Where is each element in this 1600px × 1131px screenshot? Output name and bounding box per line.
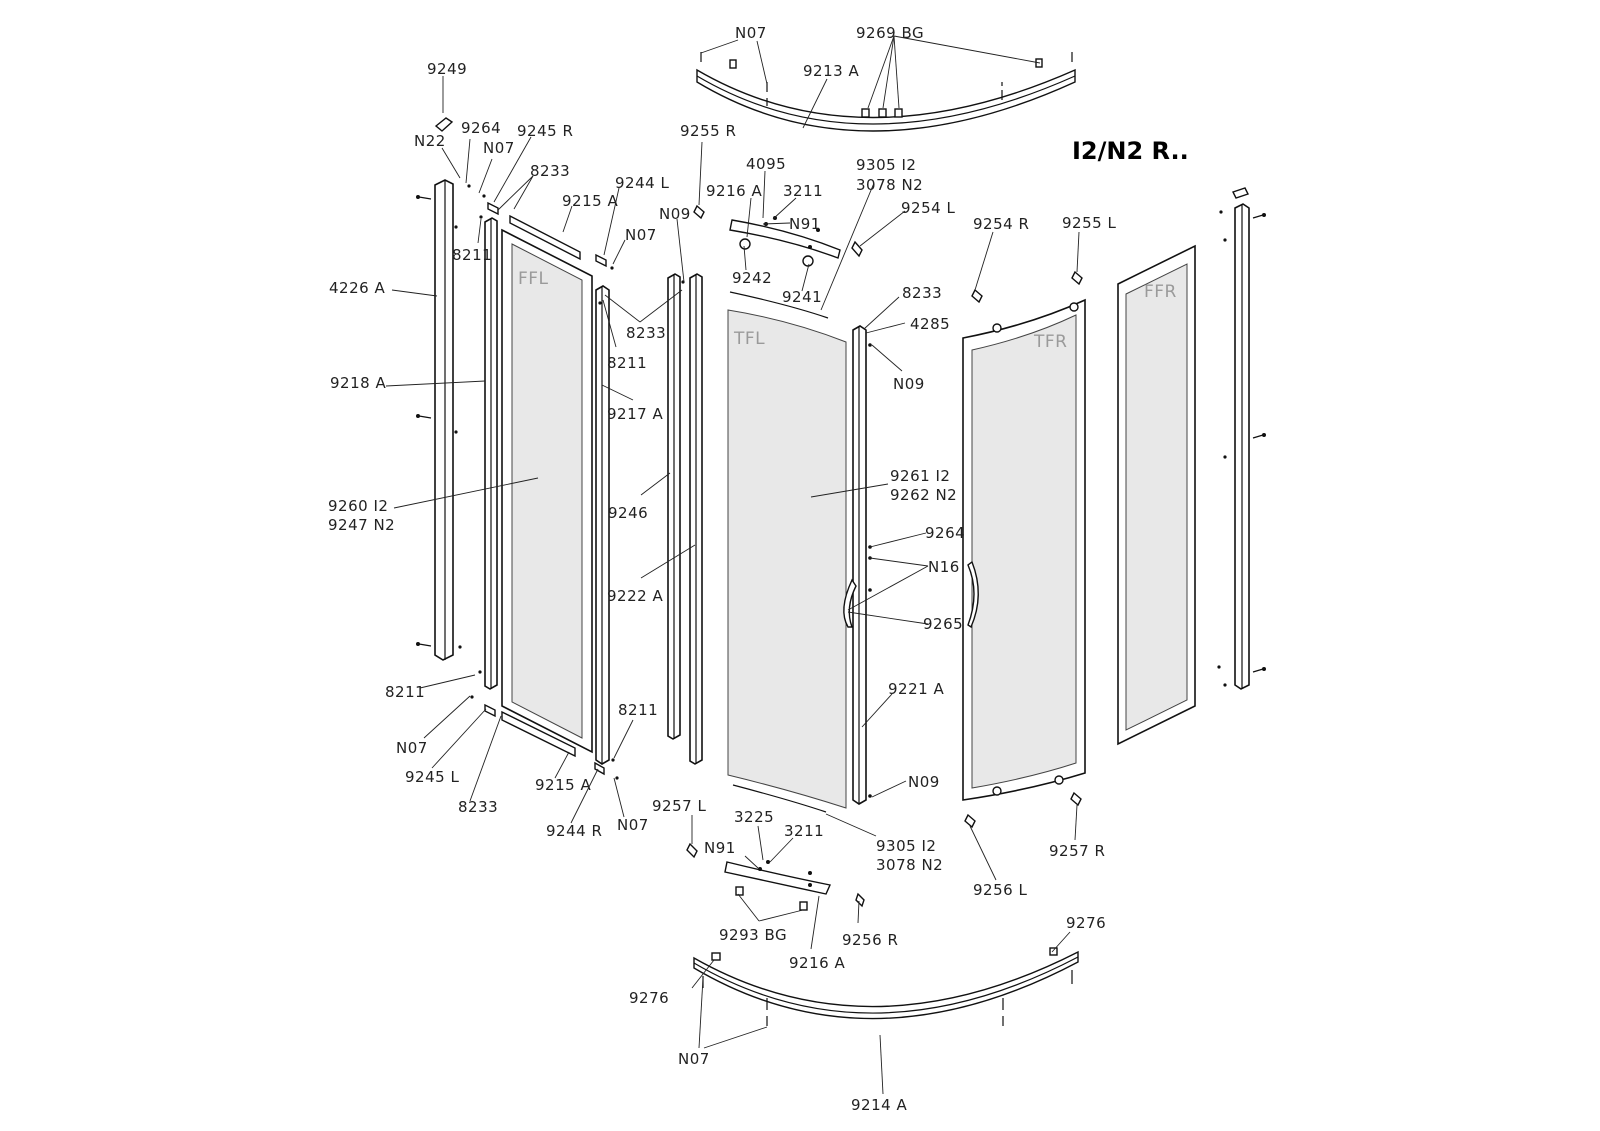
label-9265: 9265 bbox=[923, 615, 963, 633]
label-n07: N07 bbox=[735, 24, 767, 42]
label-3078-n2: 3078 N2 bbox=[876, 856, 943, 874]
label-9256r: 9256 R bbox=[842, 931, 898, 949]
profile-9218a bbox=[484, 217, 498, 690]
leader-lines bbox=[385, 35, 1080, 1095]
label-n07: N07 bbox=[625, 226, 657, 244]
label-3225: 3225 bbox=[734, 808, 774, 826]
seal-9305-bottom bbox=[732, 784, 827, 813]
label-n91: N91 bbox=[789, 215, 821, 233]
label-8233: 8233 bbox=[902, 284, 942, 302]
label-4095: 4095 bbox=[746, 155, 786, 173]
label-n91: N91 bbox=[704, 839, 736, 857]
label-n16: N16 bbox=[928, 558, 960, 576]
label-4285: 4285 bbox=[910, 315, 950, 333]
guide-9215a-bottom bbox=[484, 703, 605, 776]
label-9264: 9264 bbox=[461, 119, 501, 137]
seal-9305-top bbox=[729, 291, 829, 319]
right-wall-profile bbox=[1217, 187, 1266, 690]
top-rail-9213a bbox=[696, 52, 1076, 132]
label-n09: N09 bbox=[659, 205, 691, 223]
label-9215a: 9215 A bbox=[562, 192, 618, 210]
label-9260-i2: 9260 I2 bbox=[328, 497, 388, 515]
label-9245r: 9245 R bbox=[517, 122, 573, 140]
label-9246: 9246 bbox=[608, 504, 648, 522]
profile-9221a bbox=[843, 325, 872, 805]
label-9216a: 9216 A bbox=[706, 182, 762, 200]
label-9244r: 9244 R bbox=[546, 822, 602, 840]
label-9213a: 9213 A bbox=[803, 62, 859, 80]
label-9241: 9241 bbox=[782, 288, 822, 306]
panel-label-tfr: TFR bbox=[1033, 332, 1067, 352]
label-9221a: 9221 A bbox=[888, 680, 944, 698]
label-9276: 9276 bbox=[629, 989, 669, 1007]
label-3078-n2: 3078 N2 bbox=[856, 176, 923, 194]
sliding-glass-tfl: TFL bbox=[727, 309, 847, 809]
label-n09: N09 bbox=[908, 773, 940, 791]
guide-9215a-top bbox=[487, 201, 607, 268]
label-9254l: 9254 L bbox=[901, 199, 955, 217]
label-9215a: 9215 A bbox=[535, 776, 591, 794]
label-9249: 9249 bbox=[427, 60, 467, 78]
diagram-title: I2/N2 R.. bbox=[1072, 137, 1189, 165]
profile-9246-9222a bbox=[667, 273, 703, 765]
wall-profile-4226a bbox=[416, 179, 462, 661]
label-n22: N22 bbox=[414, 132, 446, 150]
small-hardware bbox=[434, 117, 685, 780]
fixed-glass-ffr: FFR bbox=[1117, 244, 1196, 746]
label-9256l: 9256 L bbox=[973, 881, 1027, 899]
label-9257r: 9257 R bbox=[1049, 842, 1105, 860]
label-9244l: 9244 L bbox=[615, 174, 669, 192]
top-roller-bar-9216a bbox=[693, 204, 863, 267]
label-9255l: 9255 L bbox=[1062, 214, 1116, 232]
bottom-roller-bar-9216a bbox=[686, 842, 865, 911]
label-9245l: 9245 L bbox=[405, 768, 459, 786]
label-3211: 3211 bbox=[783, 182, 823, 200]
label-9262-n2: 9262 N2 bbox=[890, 486, 957, 504]
label-9247-n2: 9247 N2 bbox=[328, 516, 395, 534]
label-9242: 9242 bbox=[732, 269, 772, 287]
label-8233: 8233 bbox=[458, 798, 498, 816]
label-8211: 8211 bbox=[618, 701, 658, 719]
label-9257l: 9257 L bbox=[652, 797, 706, 815]
label-9218a: 9218 A bbox=[330, 374, 386, 392]
label-9269bg: 9269 BG bbox=[856, 24, 924, 42]
label-9305-i2: 9305 I2 bbox=[856, 156, 916, 174]
label-9254r: 9254 R bbox=[973, 215, 1029, 233]
label-8211: 8211 bbox=[607, 354, 647, 372]
label-n09: N09 bbox=[893, 375, 925, 393]
label-9276: 9276 bbox=[1066, 914, 1106, 932]
label-3211: 3211 bbox=[784, 822, 824, 840]
label-9264: 9264 bbox=[925, 524, 965, 542]
label-n07: N07 bbox=[678, 1050, 710, 1068]
label-9255r: 9255 R bbox=[680, 122, 736, 140]
label-9261-i2: 9261 I2 bbox=[890, 467, 950, 485]
label-9222a: 9222 A bbox=[607, 587, 663, 605]
label-9214a: 9214 A bbox=[851, 1096, 907, 1114]
label-8233: 8233 bbox=[626, 324, 666, 342]
profile-9217a bbox=[595, 285, 610, 765]
label-9217a: 9217 A bbox=[607, 405, 663, 423]
part-labels: 9249 N22 9264 N07 9245 R 8233 9215 A 924… bbox=[328, 24, 1116, 1114]
label-9293bg: 9293 BG bbox=[719, 926, 787, 944]
sliding-door-tfr: TFR bbox=[962, 270, 1086, 829]
fixed-glass-ffl: FFL bbox=[501, 228, 593, 754]
label-8233: 8233 bbox=[530, 162, 570, 180]
panel-label-tfl: TFL bbox=[733, 329, 765, 349]
label-9216a: 9216 A bbox=[789, 954, 845, 972]
bottom-rail-9214a bbox=[693, 947, 1079, 1026]
label-8211: 8211 bbox=[385, 683, 425, 701]
label-n07: N07 bbox=[483, 139, 515, 157]
panel-label-ffr: FFR bbox=[1144, 282, 1177, 302]
label-9305-i2: 9305 I2 bbox=[876, 837, 936, 855]
label-4226a: 4226 A bbox=[329, 279, 385, 297]
panel-label-ffl: FFL bbox=[518, 269, 549, 289]
label-n07: N07 bbox=[396, 739, 428, 757]
label-8211: 8211 bbox=[452, 246, 492, 264]
label-n07: N07 bbox=[617, 816, 649, 834]
